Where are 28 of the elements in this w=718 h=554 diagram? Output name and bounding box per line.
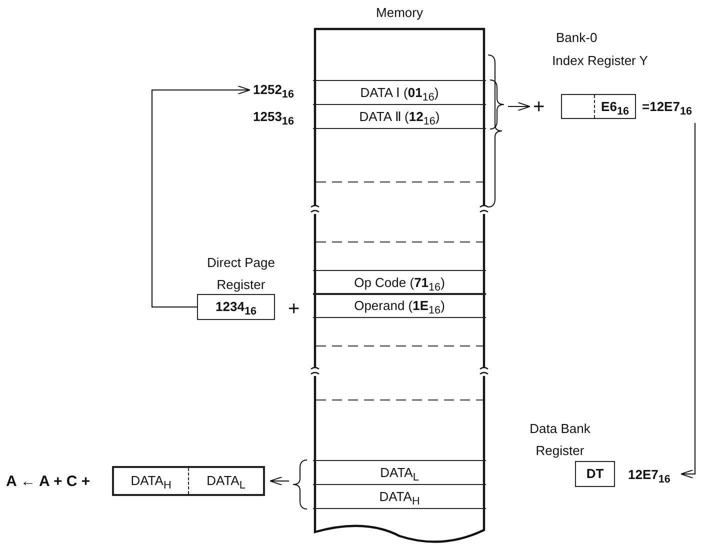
address-label: 1252$_{16}$ <box>253 82 294 103</box>
register-box: 1234$_{16}$ <box>197 294 275 320</box>
register-label: Data Bank Register <box>528 420 592 460</box>
register-box: E6$_{16}$ <box>561 94 636 119</box>
plus-sign: + <box>288 298 300 320</box>
column-heading: Memory <box>375 5 424 20</box>
memory-cell: DATA Ⅰ (01$_{16}$) <box>313 80 486 105</box>
register-box: DT <box>575 461 615 487</box>
bank-label: Bank-0 <box>556 30 598 45</box>
result-value: =12E7$_{16}$ <box>642 99 692 120</box>
arrow <box>270 476 290 486</box>
address-label: 1253$_{16}$ <box>253 109 294 130</box>
register-label: Index Register Y <box>551 52 649 70</box>
memory-cell: DATA Ⅱ (12$_{16}$) <box>313 104 486 129</box>
formula: A ← A + C + <box>6 473 90 490</box>
accumulator-box <box>112 466 265 496</box>
arrow <box>152 86 250 308</box>
memory-cell: Operand (1E$_{16}$) <box>313 293 486 318</box>
register-label: Direct Page Register <box>206 254 276 294</box>
memory-cell: DATA$_{H}$ <box>313 484 486 509</box>
memory-cell: DATA$_{L}$ <box>313 460 486 485</box>
arrow <box>508 102 530 111</box>
data-byte: DATA$_{H}$ <box>130 472 172 494</box>
register-value: 12E7$_{16}$ <box>628 467 670 488</box>
plus-sign: + <box>533 96 545 118</box>
arrow <box>680 122 696 478</box>
memory-cell: Op Code (71$_{16}$) <box>313 270 486 295</box>
data-byte: DATA$_{L}$ <box>188 468 263 494</box>
